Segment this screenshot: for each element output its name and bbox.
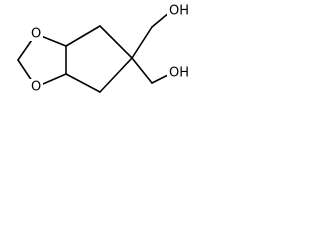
hydroxyl-bottom-mask — [167, 66, 193, 81]
bond-quat-ch2top — [131, 26, 153, 59]
bond-ctop-quat — [99, 25, 133, 59]
bond-spiro-ctop — [65, 25, 101, 47]
ring-oxygen-top-mask — [29, 26, 43, 41]
ring-oxygen-bottom-mask — [29, 79, 43, 94]
hydroxyl-bottom-label: OH — [169, 66, 189, 81]
molecule-canvas: O O OH OH — [0, 0, 210, 110]
hydroxyl-top-label: OH — [169, 4, 189, 19]
bond-cbottom-quat — [99, 57, 133, 93]
ring-oxygen-top-label: O — [31, 27, 41, 42]
ring-oxygen-bottom-label: O — [31, 80, 41, 95]
bond-quat-ch2bottom — [131, 57, 153, 84]
hydroxyl-top-mask — [167, 4, 193, 19]
skeletal-structure: O O OH OH — [17, 4, 193, 95]
bond-spiro-cbottom — [65, 73, 101, 93]
